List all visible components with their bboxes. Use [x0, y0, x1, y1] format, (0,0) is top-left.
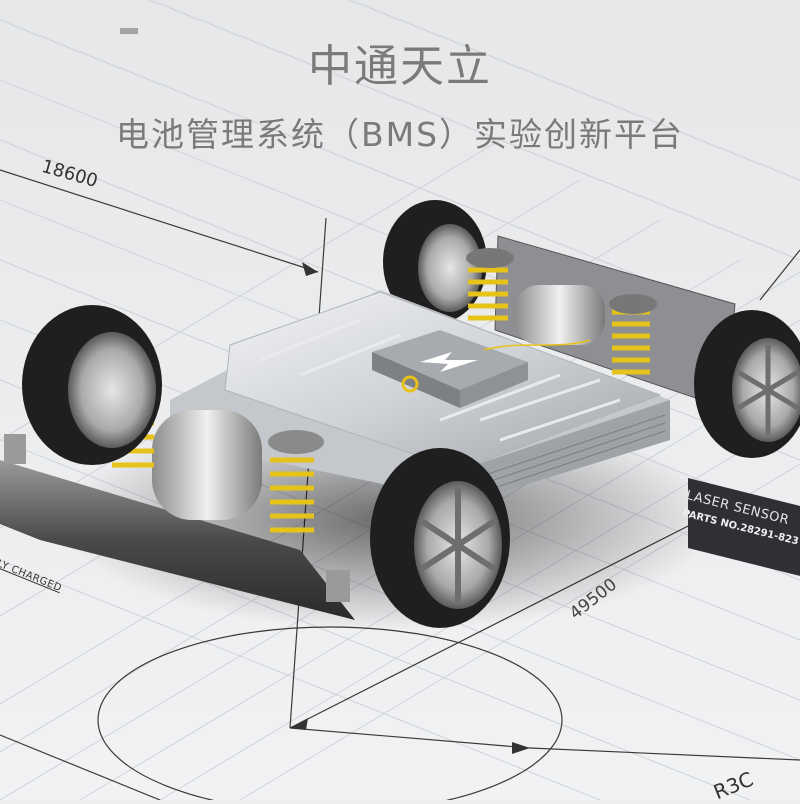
- lightning-bolt-icon: [420, 352, 478, 372]
- wheel-front-left: [22, 305, 162, 465]
- brand-title: 中通天立: [308, 41, 492, 92]
- rear-suspension: [466, 248, 657, 375]
- arrow-heads: [290, 262, 530, 754]
- front-tray: [0, 460, 355, 620]
- wheel-rear-left: [383, 200, 487, 324]
- page-subtitle: 电池管理系统（BMS）实验创新平台: [115, 115, 685, 154]
- wheel-rear-right: [694, 310, 800, 458]
- bms-module: [372, 330, 591, 408]
- wheel-front-right: [370, 448, 510, 628]
